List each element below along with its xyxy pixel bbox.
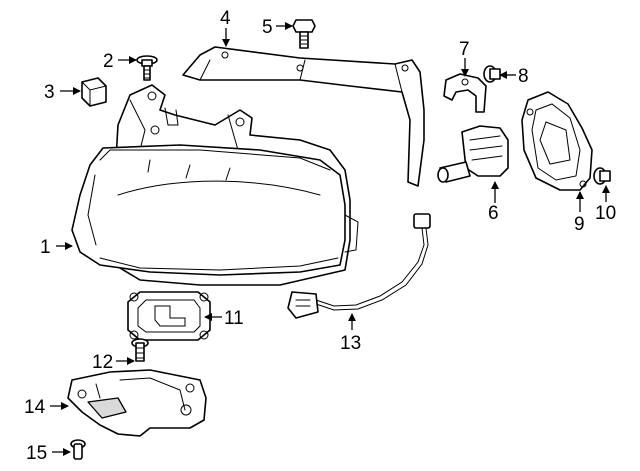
module-11-part (127, 291, 211, 341)
mounting-bracket-14-part (67, 369, 207, 437)
callout-6: 6 (488, 203, 499, 224)
callout-14: 14 (24, 397, 46, 418)
bolt-2-part (136, 55, 158, 81)
callout-1: 1 (40, 237, 51, 258)
headlamp-assembly-part (71, 84, 359, 286)
callout-7: 7 (459, 39, 470, 60)
bolt-12-part (131, 338, 149, 362)
callout-5: 5 (262, 17, 273, 38)
retainer-clip-7-part (443, 73, 487, 113)
callout-8: 8 (518, 66, 529, 87)
screw-10-part (593, 167, 611, 185)
callout-4: 4 (220, 8, 231, 29)
screw-15-part (70, 439, 86, 460)
callout-15: 15 (26, 443, 47, 464)
callout-11: 11 (224, 308, 244, 329)
clip-nut-3-part (81, 77, 107, 107)
callout-9: 9 (574, 214, 585, 235)
bulb-6-part (437, 125, 509, 183)
callout-13: 13 (340, 333, 361, 354)
wiring-harness-13-part (287, 213, 431, 319)
callout-2: 2 (103, 51, 114, 72)
screw-8-part (483, 65, 501, 83)
bolt-5-part (292, 19, 316, 49)
callout-3: 3 (44, 82, 55, 103)
callout-12: 12 (92, 352, 113, 373)
callout-10: 10 (595, 203, 616, 224)
rear-cover-9-part (521, 91, 593, 191)
upper-bracket-part (182, 46, 425, 187)
